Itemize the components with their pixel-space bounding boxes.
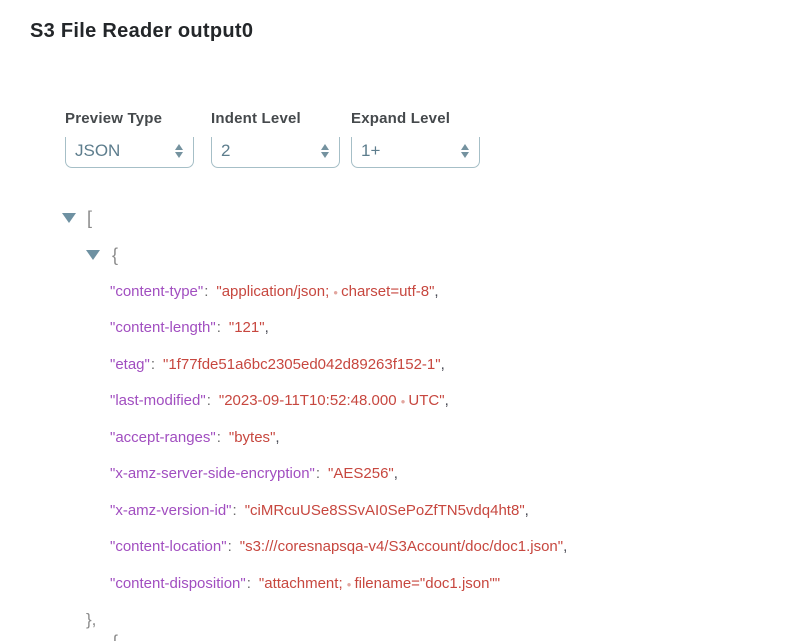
- expand-level-value: 1+: [361, 141, 381, 160]
- json-key: "content-length": [110, 319, 216, 337]
- tree-row: "content-type": "application/json;●charse…: [0, 273, 800, 310]
- json-key: "content-type": [110, 282, 204, 300]
- open-bracket: {: [112, 244, 119, 265]
- tree-row: {: [0, 237, 800, 274]
- tree-row: "accept-ranges": "bytes",: [0, 419, 800, 456]
- indent-level-label: Indent Level: [211, 110, 301, 127]
- json-key: "accept-ranges": [110, 428, 216, 446]
- whitespace-dot-icon: ●: [400, 397, 406, 407]
- indent-level-value: 2: [221, 141, 231, 160]
- partial-next-brace: {: [112, 632, 118, 641]
- spinner-updown-icon[interactable]: [321, 143, 329, 159]
- json-value: "1f77fde51a6bc2305ed042d89263f152-1": [163, 355, 441, 373]
- json-comma: ,: [393, 465, 398, 483]
- indent-level-control: Indent Level 2: [211, 110, 340, 168]
- json-value: "2023-09-11T10:52:48.000●UTC": [218, 392, 445, 410]
- json-colon: :: [315, 465, 321, 483]
- json-key: "content-location": [110, 538, 227, 556]
- json-key: "x-amz-version-id": [110, 501, 232, 519]
- tree-row: "last-modified": "2023-09-11T10:52:48.000…: [0, 383, 800, 420]
- preview-type-control: Preview Type JSON: [65, 110, 194, 168]
- arrow-down-icon: [175, 152, 183, 159]
- close-bracket: },: [86, 609, 97, 629]
- preview-type-label: Preview Type: [65, 110, 163, 127]
- tree-row: },: [0, 602, 800, 639]
- tree-row: "x-amz-server-side-encryption": "AES256",: [0, 456, 800, 493]
- preview-controls: Preview Type JSON Indent Level 2 Expand …: [65, 110, 480, 168]
- arrow-up-icon: [175, 143, 183, 150]
- spinner-updown-icon[interactable]: [461, 143, 469, 159]
- json-key: "etag": [110, 355, 150, 373]
- preview-type-value: JSON: [75, 141, 121, 160]
- arrow-up-icon: [461, 143, 469, 150]
- json-colon: :: [216, 428, 221, 446]
- tree-row: "x-amz-version-id": "ciMRcuUSe8SSvAI0SePo…: [0, 492, 800, 529]
- page-title: S3 File Reader output0: [30, 20, 254, 42]
- expand-level-select[interactable]: 1+: [351, 137, 480, 168]
- preview-type-select[interactable]: JSON: [65, 137, 194, 168]
- whitespace-dot-icon: ●: [346, 579, 352, 589]
- json-value: "ciMRcuUSe8SSvAI0SePoZfTN5vdq4ht8": [244, 501, 525, 519]
- arrow-down-icon: [461, 152, 469, 159]
- json-comma: ,: [444, 392, 449, 410]
- json-colon: :: [206, 392, 211, 410]
- json-value: "s3:///coresnapsqa-v4/S3Account/doc/doc1…: [239, 538, 564, 556]
- open-bracket: [: [87, 208, 93, 229]
- tree-row: "etag": "1f77fde51a6bc2305ed042d89263f152…: [0, 346, 800, 383]
- json-comma: ,: [275, 428, 280, 446]
- tree-row: "content-location": "s3:///coresnapsqa-v4…: [0, 529, 800, 566]
- whitespace-dot-icon: ●: [333, 287, 339, 297]
- spinner-updown-icon[interactable]: [175, 143, 183, 159]
- json-value: "application/json;●charset=utf-8": [216, 282, 435, 300]
- arrow-up-icon: [321, 143, 329, 150]
- json-value: "bytes": [228, 428, 276, 446]
- expand-level-control: Expand Level 1+: [351, 110, 480, 168]
- json-colon: :: [232, 501, 237, 519]
- arrow-down-icon: [321, 152, 329, 159]
- json-key: "content-disposition": [110, 574, 246, 592]
- indent-level-select[interactable]: 2: [211, 137, 340, 168]
- json-colon: :: [216, 319, 221, 337]
- json-comma: ,: [264, 319, 269, 337]
- json-colon: :: [204, 282, 209, 300]
- json-tree: [ { "content-type": "application/json;●char…: [0, 200, 800, 638]
- json-comma: ,: [440, 355, 445, 373]
- expander-icon[interactable]: [86, 249, 100, 260]
- expander-icon[interactable]: [62, 213, 76, 224]
- json-value: "121": [228, 319, 265, 337]
- json-colon: :: [150, 355, 156, 373]
- tree-row: [: [0, 200, 800, 237]
- tree-row: "content-disposition": "attachment;●filen…: [0, 565, 800, 602]
- json-comma: ,: [524, 501, 529, 519]
- tree-row: "content-length": "121",: [0, 310, 800, 347]
- json-colon: :: [227, 538, 232, 556]
- json-value: "AES256": [328, 465, 394, 483]
- json-value: "attachment;●filename="doc1.json"": [258, 574, 501, 592]
- expand-level-label: Expand Level: [351, 110, 451, 127]
- json-key: "last-modified": [110, 392, 206, 410]
- json-colon: :: [246, 574, 251, 592]
- json-comma: ,: [434, 282, 439, 300]
- json-key: "x-amz-server-side-encryption": [110, 465, 315, 483]
- json-comma: ,: [563, 538, 568, 556]
